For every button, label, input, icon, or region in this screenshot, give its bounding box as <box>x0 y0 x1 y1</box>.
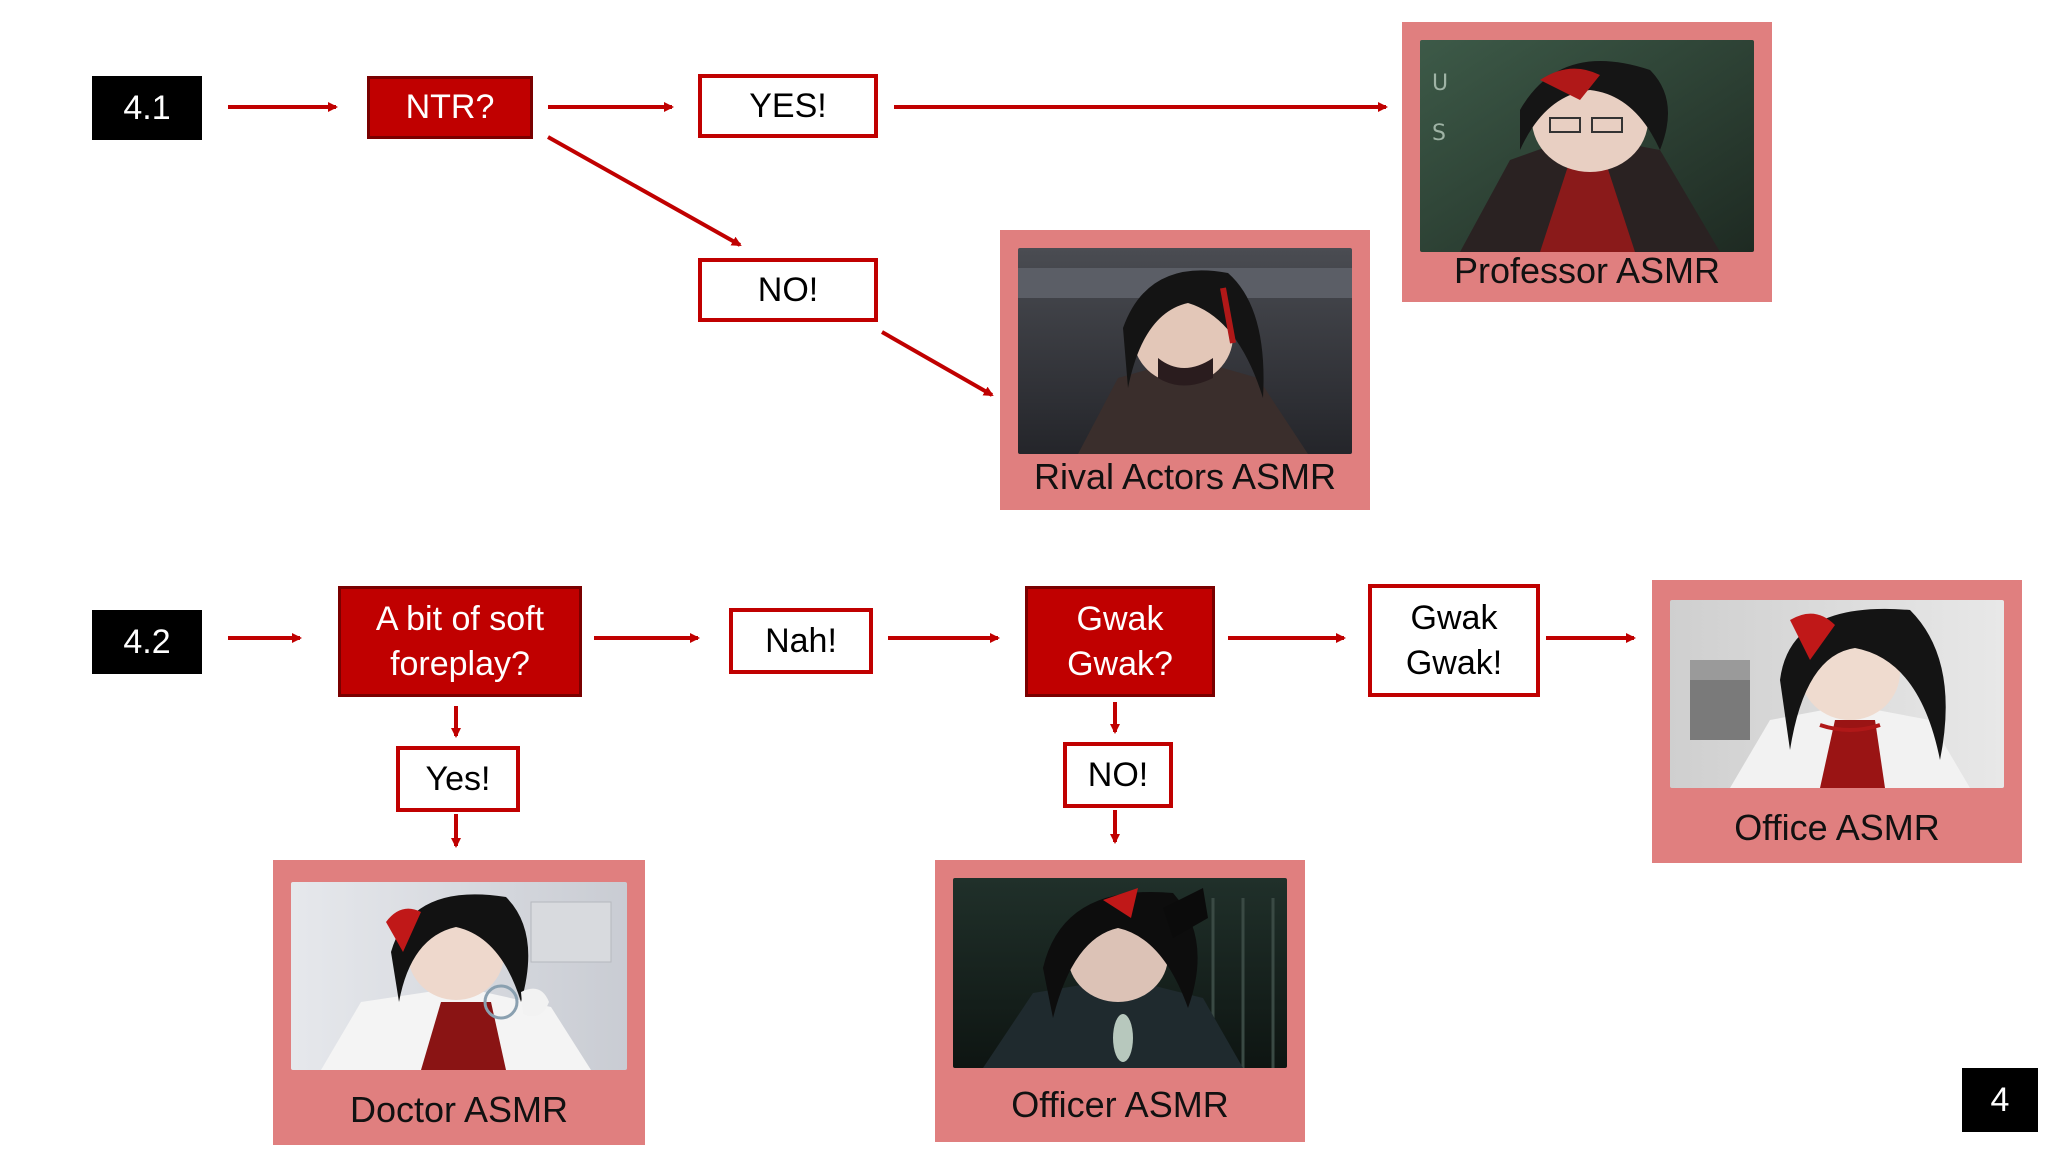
result-card-rival-actors: Rival Actors ASMR <box>1000 230 1370 510</box>
section-number-4-1: 4.1 <box>92 76 202 140</box>
answer-nah-box: Nah! <box>729 608 873 674</box>
question-ntr-box: NTR? <box>367 76 533 139</box>
result-card-professor: U S Professor ASMR <box>1402 22 1772 302</box>
answer-no-box: NO! <box>698 258 878 322</box>
answer-yes-foreplay-box: Yes! <box>396 746 520 812</box>
answer-no-gwak-box: NO! <box>1063 742 1173 808</box>
svg-text:U: U <box>1432 71 1448 96</box>
officer-illustration <box>953 878 1287 1068</box>
result-card-doctor: Doctor ASMR <box>273 860 645 1145</box>
doctor-illustration <box>291 882 627 1070</box>
result-card-office: Office ASMR <box>1652 580 2022 863</box>
professor-illustration: U S <box>1420 40 1754 252</box>
doctor-caption: Doctor ASMR <box>349 1089 569 1130</box>
professor-caption: Professor ASMR <box>1453 250 1721 291</box>
officer-caption: Officer ASMR <box>1011 1084 1229 1125</box>
office-caption: Office ASMR <box>1734 807 1940 848</box>
office-illustration <box>1670 600 2004 788</box>
question-foreplay-box: A bit of soft foreplay? <box>338 586 582 697</box>
rival-actors-caption: Rival Actors ASMR <box>1033 456 1337 497</box>
answer-yes-box: YES! <box>698 74 878 138</box>
arrow-no-to-rival <box>881 330 994 397</box>
question-gwak-box: Gwak Gwak? <box>1025 586 1215 697</box>
answer-gwak-gwak-box: Gwak Gwak! <box>1368 584 1540 697</box>
arrow-ntr-to-no <box>547 135 742 247</box>
section-number-4-2: 4.2 <box>92 610 202 674</box>
rival-actors-illustration <box>1018 248 1352 454</box>
page-number: 4 <box>1962 1068 2038 1132</box>
svg-text:S: S <box>1432 121 1446 146</box>
result-card-officer: Officer ASMR <box>935 860 1305 1142</box>
